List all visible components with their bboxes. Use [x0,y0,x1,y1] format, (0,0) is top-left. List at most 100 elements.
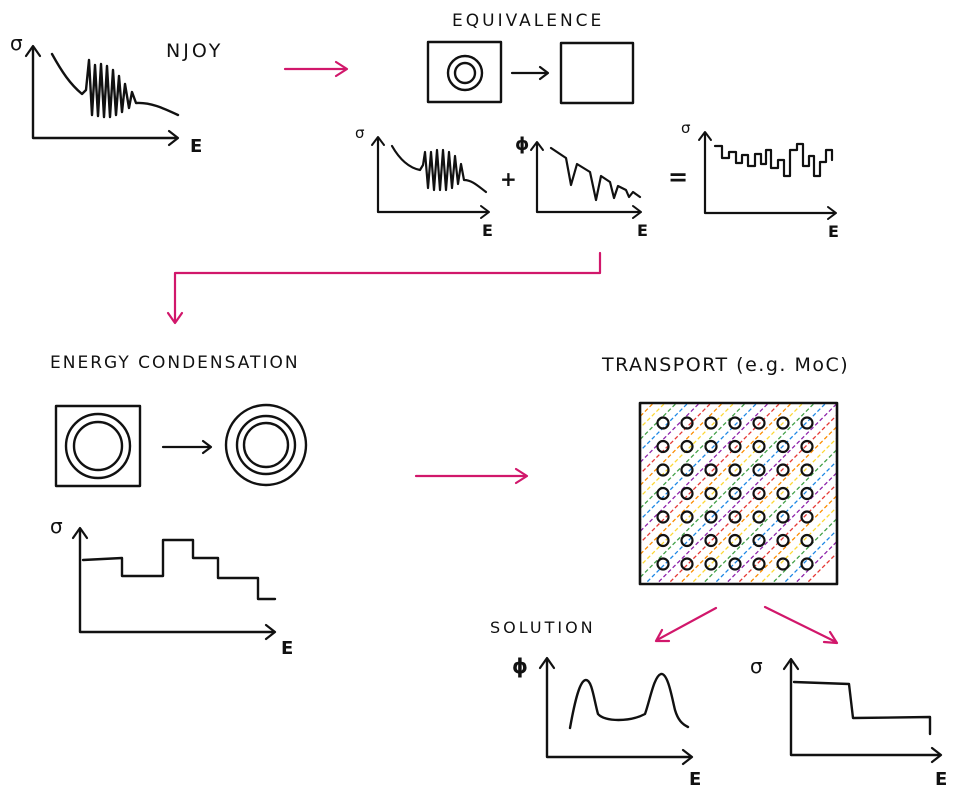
fuel-pin [680,557,694,571]
fuel-pin [800,557,814,571]
pin-cell-box [426,40,503,104]
homogenized-cell [559,41,635,105]
inner-ring [72,420,124,472]
arrow-condensation-to-transport [414,467,529,485]
arrow-transport-to-flux [654,606,718,643]
fuel-pin [776,557,790,571]
fuel-pin [680,463,694,477]
fuel-pin [704,463,718,477]
fuel-pin [656,416,670,430]
energy-label: E [190,136,202,157]
fuel-pin [656,510,670,524]
track-line [204,300,504,600]
fuel-pin [704,533,718,548]
fuel-pin [800,463,814,477]
fuel-pin [680,416,694,430]
fuel-pin [776,439,790,454]
pin-array [656,416,814,571]
fuel-pin [752,463,766,477]
sigma-multigroup-plot: σ E [681,119,839,241]
sigma-label: σ [355,124,365,142]
fuel-pin [704,557,718,571]
fuel-pin [752,416,766,430]
fuel-pin [800,533,814,548]
fuel-pin [752,557,766,571]
middle-ring [235,414,297,476]
outer-ring [64,412,132,480]
track-line [376,300,676,600]
track-line [307,300,607,600]
track-line [123,300,423,600]
energy-label: E [281,638,293,659]
track-line [169,300,469,600]
fuel-pin [752,510,766,524]
fuel-pin [776,416,790,430]
energy-condensation-title: ENERGY CONDENSATION [50,353,300,373]
fuel-pin [704,439,718,454]
outer-ring [224,403,308,487]
track-line [284,300,584,600]
fuel-pin [728,439,742,454]
sigma-resonance-plot: σ E [355,124,493,240]
fuel-pin [776,463,790,477]
fuel-pin [728,557,742,571]
track-line [135,300,435,600]
energy-label: E [637,221,648,240]
pin-outer-ring [446,54,484,92]
track-line [238,300,538,600]
fuel-pin [752,533,766,548]
arrow-to-cylinder-cell [161,439,213,455]
arrow-equivalence-to-condensation [166,251,602,325]
equivalence-title: EQUIVALENCE [452,11,604,31]
equivalence-cell [426,40,503,104]
fuel-pin [656,533,670,548]
energy-label: E [935,769,947,790]
fuel-pin [728,463,742,477]
track-line [353,300,653,600]
lattice-border [638,401,839,586]
phi-label: ϕ [515,134,529,155]
arrow-to-homogenized [510,65,550,81]
fuel-pin [656,557,670,571]
fuel-pin [776,533,790,548]
phi-label: ϕ [512,654,528,678]
fuel-pin [680,486,694,501]
solution-title: SOLUTION [490,618,596,637]
sigma-label: σ [750,654,763,678]
solution-flux-plot: ϕ E [512,654,701,790]
arrow-njoy-to-equivalence [283,60,349,78]
track-line [273,300,573,600]
plus-sign: + [500,167,517,191]
fuel-pin [800,510,814,524]
sigma-label: σ [50,514,63,538]
fuel-pin [776,510,790,524]
x-axis-arrowhead [167,129,180,147]
equals-sign: = [668,163,688,191]
fuel-pin [656,486,670,501]
fuel-pin [752,439,766,454]
energy-label: E [689,769,701,790]
track-line [342,300,642,600]
inner-ring [242,421,290,469]
track-line [319,300,619,600]
njoy-plot: σ E [10,31,202,157]
fuel-pin [656,439,670,454]
fuel-pin [800,486,814,501]
fuel-pin [704,510,718,524]
cylindrized-cell [224,403,308,487]
fuel-pin [680,510,694,524]
track-line [100,300,400,600]
pin-inner-ring [453,61,477,85]
fuel-pin [728,416,742,430]
fuel-pin [704,416,718,430]
track-line [296,300,596,600]
track-line [215,300,515,600]
njoy-title: NJOY [166,40,223,62]
fuel-pin [680,439,694,454]
fuel-pin [728,510,742,524]
fuel-pin [728,486,742,501]
energy-label: E [482,221,493,240]
cell-box [54,404,142,488]
fuel-pin [704,486,718,501]
